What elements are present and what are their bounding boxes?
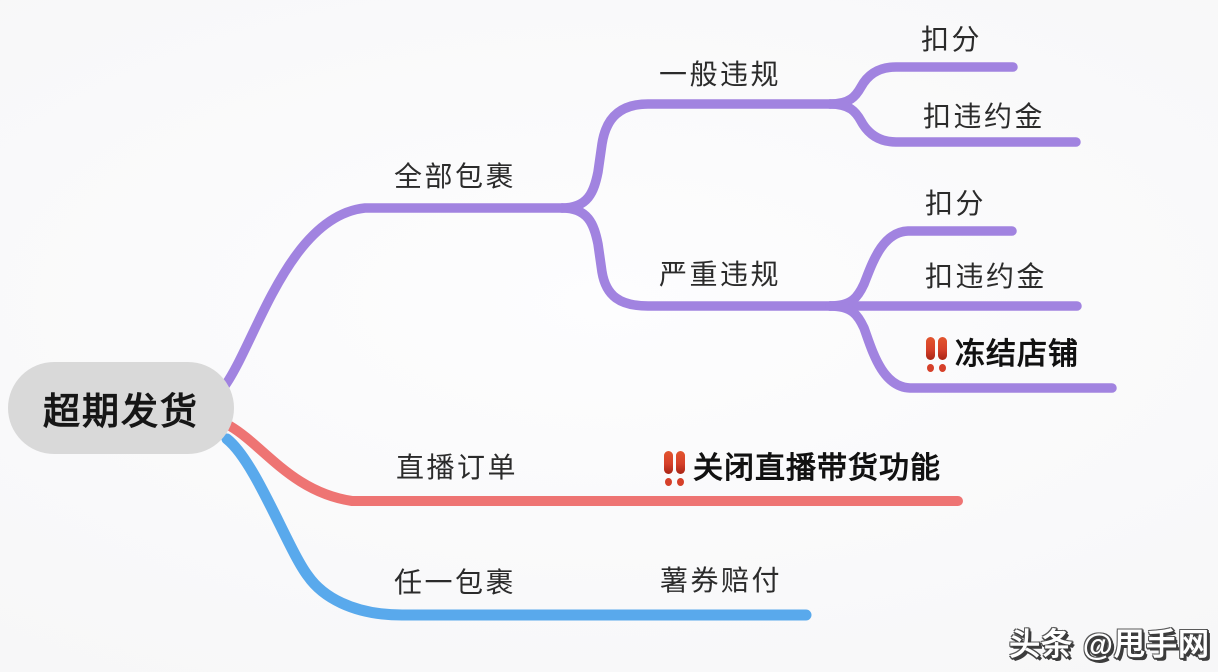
node-serious-deduct-points[interactable]: 扣分 xyxy=(925,188,987,219)
branch-line-serious-violation xyxy=(557,203,835,311)
warning-exclamation-icon xyxy=(926,337,935,373)
watermark: 头条 @甩手网 xyxy=(1009,627,1210,662)
branch-line-general-deduct-penalty xyxy=(825,99,1081,147)
node-general-deduct-penalty[interactable]: 扣违约金 xyxy=(923,101,1046,132)
branch-line-general-deduct-points xyxy=(825,62,1018,109)
root-node[interactable]: 超期发货 xyxy=(8,362,234,454)
warning-exclamation-icon xyxy=(676,451,685,487)
branch-line-freeze-store xyxy=(825,301,1117,393)
node-close-livestream-function[interactable]: 关闭直播带货功能 xyxy=(664,451,941,487)
branch-line-all-packages xyxy=(219,203,567,392)
node-freeze-store[interactable]: 冻结店铺 xyxy=(926,337,1079,373)
node-general-deduct-points[interactable]: 扣分 xyxy=(921,24,983,55)
node-serious-violation[interactable]: 严重违规 xyxy=(659,259,782,290)
node-any-package[interactable]: 任一包裹 xyxy=(394,567,517,598)
node-close-livestream-function-label: 关闭直播带货功能 xyxy=(693,451,941,485)
root-node-label: 超期发货 xyxy=(43,391,199,432)
branch-line-livestream-orders xyxy=(225,421,963,506)
node-serious-deduct-penalty[interactable]: 扣违约金 xyxy=(925,261,1048,292)
node-livestream-orders[interactable]: 直播订单 xyxy=(396,452,519,483)
branch-line-general-violation xyxy=(557,99,835,213)
node-coupon-compensation[interactable]: 薯券赔付 xyxy=(660,565,783,596)
node-general-violation[interactable]: 一般违规 xyxy=(659,59,782,90)
warning-exclamation-icon xyxy=(938,337,947,373)
branch-line-any-package xyxy=(221,433,812,621)
node-all-packages[interactable]: 全部包裹 xyxy=(394,161,517,192)
warning-exclamation-icon xyxy=(664,451,673,487)
node-freeze-store-label: 冻结店铺 xyxy=(955,337,1079,371)
